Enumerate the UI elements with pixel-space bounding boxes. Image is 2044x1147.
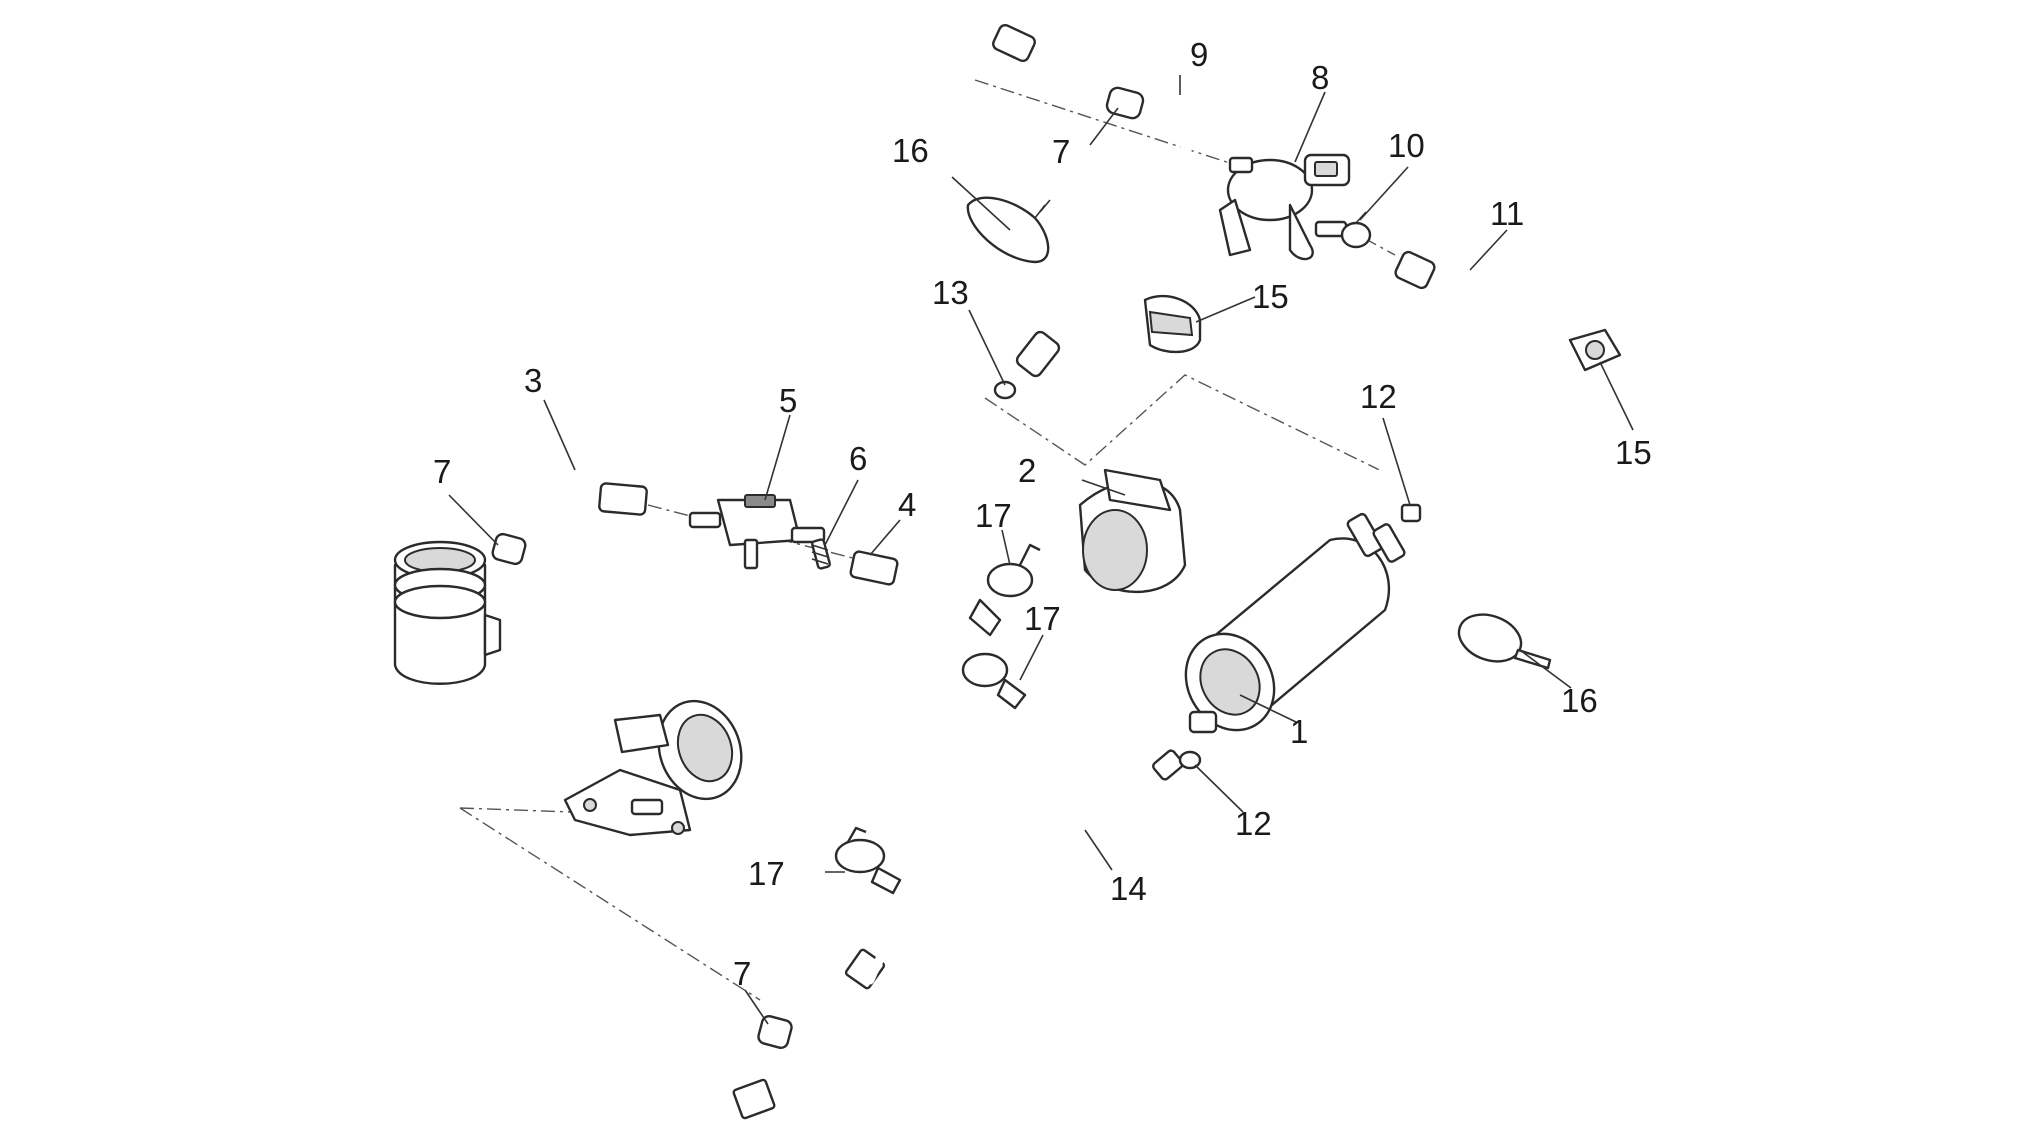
push-clamp-upper[interactable]: [968, 543, 1041, 637]
cable-tie-upper[interactable]: [966, 196, 1051, 264]
callout-6: 6: [849, 440, 867, 477]
callout-9: 9: [1190, 36, 1208, 73]
callout-16-upper: 16: [892, 132, 929, 169]
check-valve[interactable]: [688, 494, 826, 570]
spring-clip[interactable]: [811, 538, 831, 570]
callout-10: 10: [1388, 127, 1425, 164]
callout-4: 4: [898, 486, 916, 523]
elbow-hose[interactable]: [531, 478, 649, 529]
hose-14[interactable]: [865, 749, 1184, 985]
callout-7-top: 7: [1052, 133, 1070, 170]
callout-16-right: 16: [1561, 682, 1598, 719]
push-clamp-lower[interactable]: [834, 826, 902, 895]
callout-5: 5: [779, 382, 797, 419]
small-clamp-10[interactable]: [1340, 211, 1372, 249]
callout-17-middle: 17: [1024, 600, 1061, 637]
callout-3: 3: [524, 362, 542, 399]
callout-17-lower: 17: [748, 855, 785, 892]
cable-tie-right[interactable]: [1452, 606, 1552, 670]
ring-13[interactable]: [993, 380, 1017, 400]
callout-7-left: 7: [433, 453, 451, 490]
callout-1: 1: [1290, 713, 1308, 750]
hose-clamp-left[interactable]: [491, 532, 527, 566]
push-clamp-middle[interactable]: [961, 652, 1027, 710]
hose-clamp-top[interactable]: [1105, 86, 1145, 120]
callout-11: 11: [1490, 195, 1524, 232]
callout-8: 8: [1311, 59, 1329, 96]
hose-9[interactable]: [969, 10, 1192, 378]
callout-17-upper: 17: [975, 497, 1012, 534]
hose-clip-15-upper[interactable]: [1143, 294, 1202, 354]
callout-labels: 1 2 3 4 5 6 7 7 7 8 9 10 11 12 12 13 14 …: [433, 36, 1652, 992]
callout-2: 2: [1018, 452, 1036, 489]
hose-clamp-bottom[interactable]: [757, 1014, 793, 1050]
leader-lines: [448, 75, 1634, 1025]
callout-14: 14: [1110, 870, 1147, 907]
clip-nut-15[interactable]: [1568, 328, 1622, 372]
hose-4[interactable]: [849, 550, 1247, 741]
callout-15-right: 15: [1615, 434, 1652, 471]
ring-clamp-upper[interactable]: [1400, 503, 1422, 523]
callout-13: 13: [932, 274, 969, 311]
main-vent-hoses[interactable]: [641, 399, 1534, 1120]
purge-solenoid-valve[interactable]: [1218, 153, 1351, 261]
callout-15-upper: 15: [1252, 278, 1289, 315]
carbon-canister[interactable]: [1169, 512, 1406, 747]
callout-12-upper: 12: [1360, 378, 1397, 415]
callout-12-lower: 12: [1235, 805, 1272, 842]
throttle-body[interactable]: [563, 689, 755, 837]
canister-bracket[interactable]: [1078, 468, 1187, 594]
intake-sleeve[interactable]: [393, 540, 502, 685]
callout-7-bottom: 7: [733, 955, 751, 992]
ring-clamp-lower[interactable]: [1178, 750, 1202, 770]
